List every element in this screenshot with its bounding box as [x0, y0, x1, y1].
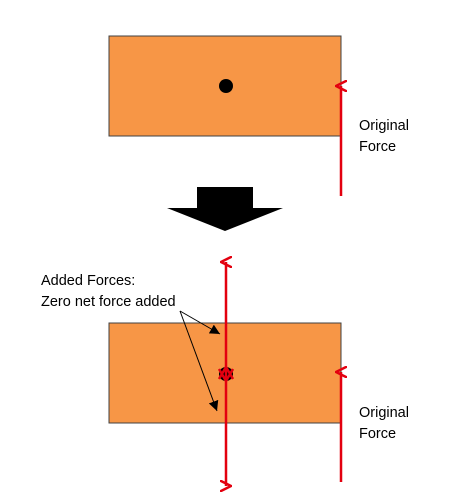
bottom-force-label-line1: Original	[359, 405, 409, 421]
added-forces-line1: Added Forces:	[41, 273, 136, 289]
top-force-label-line2: Force	[359, 139, 397, 155]
down-arrow-icon	[167, 187, 283, 231]
added-forces-label: Added Forces: Zero net force added	[41, 271, 176, 313]
bottom-panel	[108, 262, 341, 486]
top-force-label-line1: Original	[359, 118, 409, 134]
top-panel	[108, 35, 341, 196]
label-pointer-1	[179, 310, 221, 335]
bottom-original-force-label: Original Force	[359, 403, 409, 445]
center-arrowhead-down	[217, 368, 235, 383]
added-forces-line2: Zero net force added	[41, 294, 176, 310]
label-pointer-2	[179, 310, 219, 412]
top-center-dot-icon	[219, 79, 233, 93]
top-original-force-label: Original Force	[359, 116, 409, 158]
bottom-force-label-line2: Force	[359, 426, 397, 442]
